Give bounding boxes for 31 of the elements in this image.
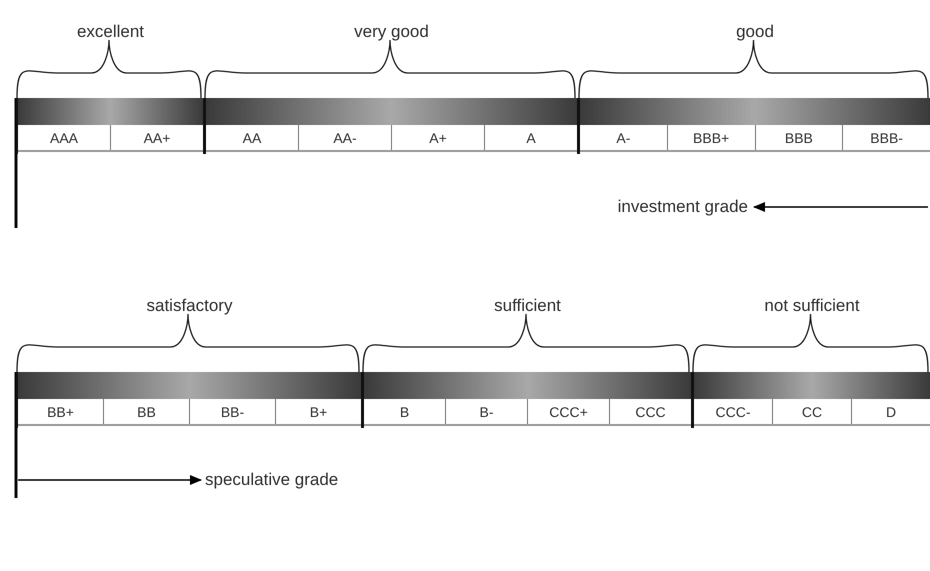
arrow [18,475,202,485]
category-label: good [736,22,774,42]
rating-cell: CC [773,399,852,424]
rating-cell: AA [206,125,299,150]
rating-cell: AAA [18,125,111,150]
rating-cell: A- [580,125,668,150]
rating-cell: A [485,125,577,150]
rating-cell: D [852,399,930,424]
grade-label: speculative grade [205,468,405,492]
rating-cell: AA- [299,125,392,150]
rating-cell: A+ [392,125,485,150]
rating-cell: BBB- [843,125,930,150]
arrow [753,202,928,212]
grade-label: investment grade [548,195,748,219]
rating-cell: B- [446,399,528,424]
rating-cell: BBB+ [668,125,756,150]
rating-cell: BB+ [18,399,104,424]
category-label: not sufficient [764,296,860,316]
category-label: sufficient [494,296,561,316]
rating-cell: CCC+ [528,399,610,424]
category-label: excellent [76,22,144,42]
rating-cell: CCC- [694,399,773,424]
rating-cell: BB- [190,399,276,424]
rating-cell: B [364,399,446,424]
rating-cell: CCC [610,399,691,424]
category-label: satisfactory [146,296,232,316]
rating-cell: BB [104,399,190,424]
rating-cell: BBB [756,125,844,150]
category-label: very good [354,22,429,42]
rating-cell: B+ [276,399,361,424]
rating-cell: AA+ [111,125,203,150]
